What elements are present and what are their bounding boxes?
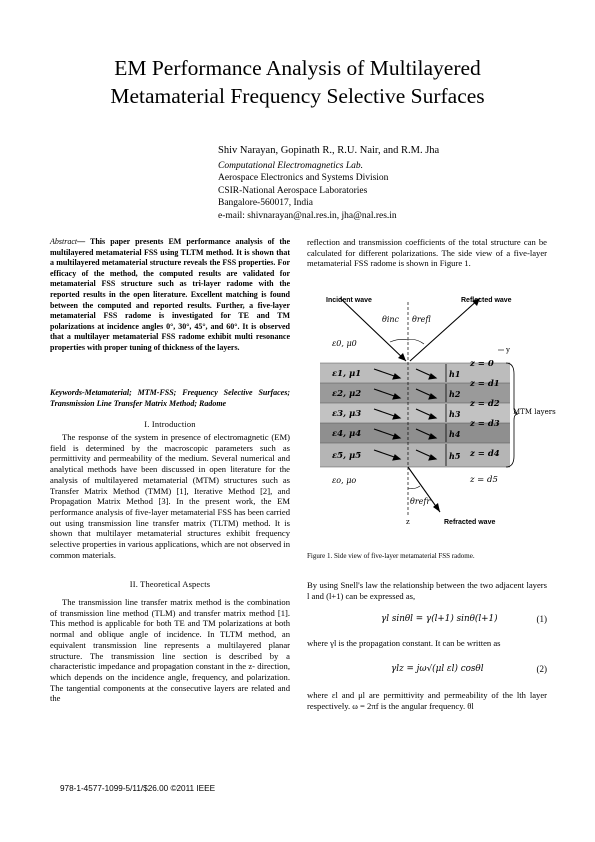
figure-1-caption: Figure 1. Side view of five-layer metama…: [307, 552, 475, 560]
layer-1: [320, 363, 510, 383]
layer-4-label: ε4, μ4: [332, 429, 361, 439]
z-0-label: z = 0: [469, 359, 494, 369]
affiliation-email: e-mail: shivnarayan@nal.res.in, jha@nal.…: [218, 210, 397, 221]
layer-arrows: [373, 368, 438, 461]
author-block: Shiv Narayan, Gopinath R., R.U. Nair, an…: [218, 145, 439, 223]
affiliation-division: Aerospace Electronics and Systems Divisi…: [218, 173, 389, 184]
top-medium-label: ε0, μ0: [332, 339, 357, 348]
equation-2-number: (2): [536, 664, 548, 674]
layer-5-label: ε5, μ5: [332, 451, 361, 461]
layer-5: [320, 443, 510, 467]
z-d5-label: z = d5: [469, 475, 498, 485]
section-2-heading: II. Theoretical Aspects: [129, 580, 211, 589]
reflected-ray: [409, 297, 481, 362]
mtm-layers-label: MTM layers: [513, 408, 556, 416]
bottom-medium-label: εo, μo: [332, 476, 356, 485]
layer-4: [320, 423, 510, 443]
figure-1: Incident wave Reflected wave Refracted w…: [320, 290, 560, 530]
z-axis-label: z: [406, 518, 410, 526]
layer-1-label: ε1, μ1: [332, 369, 361, 379]
incident-label: Incident wave: [326, 297, 372, 304]
refracted-ray: [407, 466, 441, 513]
equation-1-body: γl sinθl = γ(l+1) sinθ(l+1): [381, 614, 498, 624]
theta-refr-label: θrefr: [410, 497, 431, 506]
right-paragraph-4: where εl and μl are permittivity and per…: [307, 690, 547, 711]
equation-2-body: γlz = jω√(μl εl) cosθl: [391, 664, 484, 674]
layer-2-label: ε2, μ2: [332, 389, 361, 399]
affiliation-lab: Computational Electromagnetics Lab.: [218, 160, 364, 171]
thickness-5-label: h5: [449, 451, 461, 461]
layer-3: [320, 403, 510, 423]
z-d1-label: z = d1: [469, 379, 500, 389]
theta-refl-label: θrefl: [412, 315, 431, 324]
section-1-heading: I. Introduction: [144, 420, 196, 429]
z-d4-label: z = d4: [469, 449, 500, 459]
figure-1-diagram: Incident wave Reflected wave Refracted w…: [320, 297, 556, 526]
mtm-brace: [505, 362, 519, 468]
title-line-1: EM Performance Analysis of Multilayered: [114, 56, 481, 80]
abstract: Abstract— This paper presents EM perform…: [50, 237, 290, 354]
thickness-2-label: h2: [449, 389, 461, 399]
title-line-2: Metamaterial Frequency Selective Surface…: [110, 84, 485, 108]
abstract-label: Abstract: [50, 237, 78, 246]
reflected-label: Reflected wave: [461, 297, 512, 304]
right-paragraph-3: where γl is the propagation constant. It…: [307, 638, 501, 648]
right-paragraph-1: reflection and transmission coefficients…: [307, 237, 547, 269]
z-d2-label: z = d2: [469, 399, 500, 409]
thickness-3-label: h3: [449, 409, 461, 419]
keywords: Keywords-Metamaterial; MTM-FSS; Frequenc…: [50, 388, 290, 408]
thickness-1-label: h1: [449, 369, 460, 379]
author-names: Shiv Narayan, Gopinath R., R.U. Nair, an…: [218, 145, 440, 156]
section-2-paragraph: The transmission line transfer matrix me…: [50, 597, 290, 704]
refracted-label: Refracted wave: [444, 519, 495, 526]
abstract-text: — This paper presents EM performance ana…: [50, 237, 290, 352]
layer-2: [320, 383, 510, 403]
paper-title: EM Performance Analysis of Multilayered …: [40, 54, 555, 110]
affiliation-org: CSIR-National Aerospace Laboratories: [218, 185, 368, 196]
right-paragraph-2: By using Snell's law the relationship be…: [307, 580, 547, 601]
layer-3-label: ε3, μ3: [332, 409, 361, 419]
thickness-4-label: h4: [449, 429, 461, 439]
z-d3-label: z = d3: [469, 419, 500, 429]
affiliation-city: Bangalore-560017, India: [218, 198, 313, 209]
equation-1-number: (1): [536, 614, 548, 624]
section-1-paragraph: The response of the system in presence o…: [50, 432, 290, 560]
copyright-footer: 978-1-4577-1099-5/11/$26.00 ©2011 IEEE: [60, 784, 216, 793]
incident-ray: [339, 297, 407, 362]
y-axis-label: y: [505, 346, 510, 354]
theta-inc-label: θinc: [382, 315, 400, 324]
